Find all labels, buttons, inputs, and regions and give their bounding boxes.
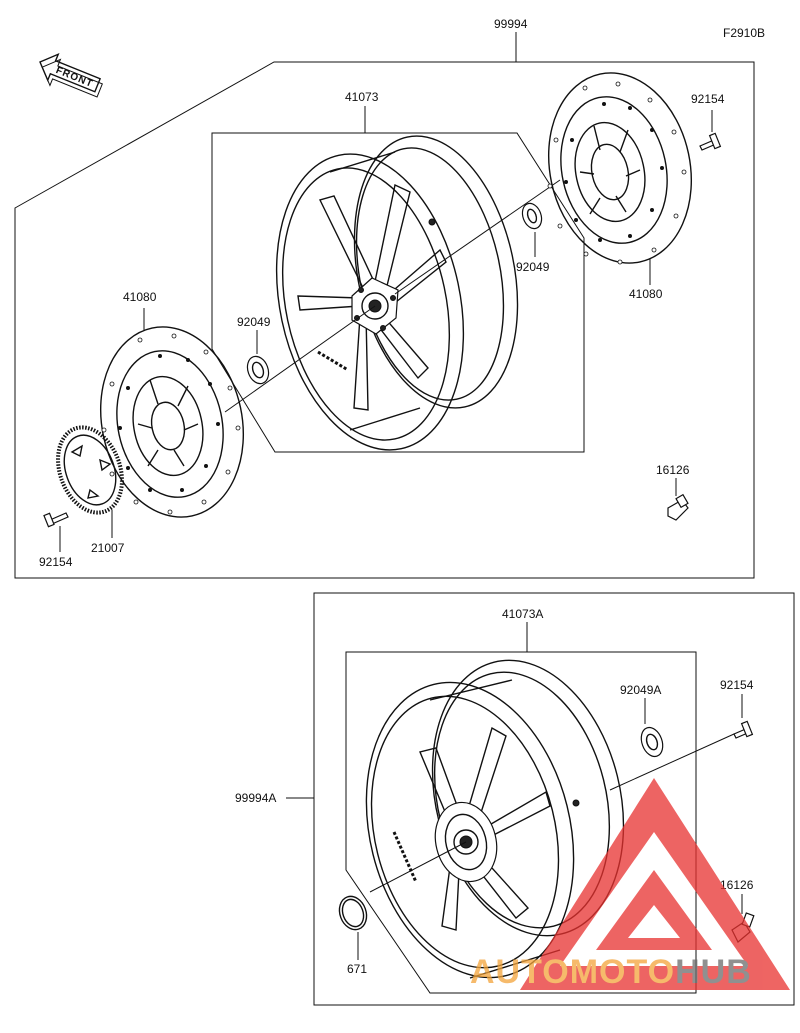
label-92154-left: 92154 [39, 555, 73, 569]
label-41080-left: 41080 [123, 290, 157, 304]
label-92154-right: 92154 [691, 92, 725, 106]
collar-right [521, 202, 543, 230]
label-99994: 99994 [494, 17, 528, 31]
bolt-right [699, 132, 722, 151]
o-ring [338, 895, 368, 931]
label-16126-lower: 16126 [720, 878, 754, 892]
svg-text:AUTOMOTOHUB: AUTOMOTOHUB [470, 953, 752, 991]
label-92049-right: 92049 [516, 260, 550, 274]
label-92049A: 92049A [620, 683, 661, 697]
bolt-left [43, 512, 69, 528]
label-671: 671 [347, 962, 367, 976]
rear-wheel [365, 659, 625, 979]
brake-disc-right [547, 72, 693, 265]
label-16126-upper: 16126 [656, 463, 690, 477]
label-41080-right: 41080 [629, 287, 663, 301]
label-92049-left: 92049 [237, 315, 271, 329]
label-92154-lower: 92154 [720, 678, 754, 692]
lower-wheel-frame [345, 651, 697, 994]
watermark-logo: AUTOMOTOHUB [470, 778, 790, 991]
front-wheel [275, 135, 519, 451]
brake-disc-left [99, 326, 245, 518]
front-arrow-icon: FRONT [39, 52, 103, 98]
air-valve-upper [667, 493, 689, 521]
upper-assembly-frame [14, 61, 755, 579]
watermark-triangle-icon [520, 778, 790, 990]
figure-code: F2910B [723, 26, 765, 40]
abs-rotor [56, 425, 124, 515]
watermark-word-auto: AUTO [470, 953, 570, 991]
label-41073: 41073 [345, 90, 379, 104]
upper-wheel-frame [211, 132, 585, 453]
label-99994A: 99994A [235, 791, 276, 805]
label-21007: 21007 [91, 541, 125, 555]
label-41073A: 41073A [502, 607, 543, 621]
collar-rear [640, 726, 664, 758]
upper-section: 99994 41073 [14, 17, 755, 579]
lower-section: 99994A 41073A [235, 592, 795, 1006]
lower-assembly-frame [313, 592, 795, 1006]
watermark-word-hub: HUB [675, 953, 752, 991]
watermark-word-moto: MOTO [570, 953, 675, 991]
collar-left [246, 355, 270, 385]
bolt-rear [733, 720, 754, 739]
